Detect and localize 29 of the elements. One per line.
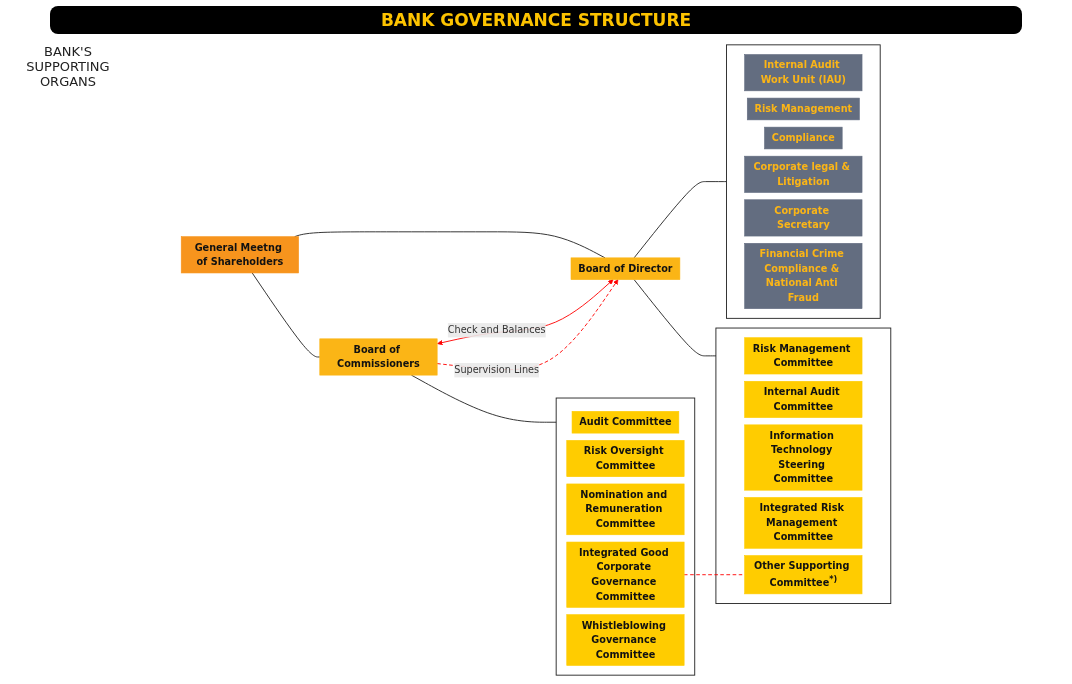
node-box: Whistleblowing Governance Committee	[566, 614, 685, 666]
node-box: Audit Committee	[571, 411, 680, 434]
cluster	[726, 44, 881, 319]
cluster	[715, 327, 892, 604]
title-banner: BANK GOVERNANCE STRUCTURE	[50, 6, 1022, 34]
node-box: Board of Director	[570, 257, 681, 280]
node-box: Other Supporting Committee$^{*)}$	[744, 555, 863, 595]
node-box: Corporate legal & Litigation	[744, 155, 863, 193]
node-box: Risk Management Committee	[744, 337, 863, 375]
node-box: Integrated Good Corporate Governance Committee	[566, 541, 685, 608]
node-box: Internal Audit Work Unit (IAU)	[744, 54, 863, 92]
node-box: Information Technology Steering Committee	[744, 424, 863, 491]
edge-label: Supervision Lines	[454, 364, 540, 376]
cluster	[555, 397, 696, 676]
node-box: Corporate Secretary	[744, 199, 863, 237]
edge-label: Check and Balances	[447, 324, 546, 336]
node-box: Integrated Risk Management Committee	[744, 497, 863, 549]
node-box: Internal Audit Committee	[744, 380, 863, 418]
node-box: Compliance	[764, 126, 843, 150]
connector	[633, 279, 717, 357]
node-box: Nomination and Remuneration Committee	[566, 483, 685, 536]
node-box: Board of Commissioners	[319, 338, 438, 376]
node-box: General Meetng of Shareholders	[180, 236, 299, 274]
connector	[633, 181, 727, 259]
node-box: Risk Oversight Committee	[566, 440, 685, 477]
note-text: BANK'S SUPPORTING ORGANS	[25, 44, 111, 89]
connector	[251, 272, 321, 358]
node-box: Risk Management	[746, 97, 860, 121]
node-box: Financial Crime Compliance & National Anti Fraud	[744, 243, 863, 309]
